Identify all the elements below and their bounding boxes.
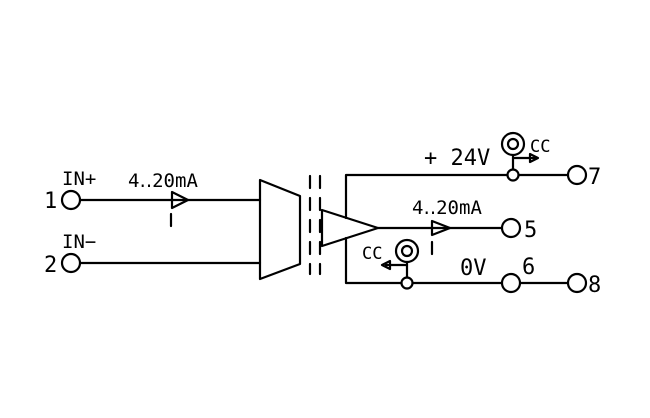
supply-junction	[506, 168, 520, 182]
terminal-1-label: 1	[44, 189, 57, 214]
zero-cc-label: CC	[362, 244, 382, 264]
in-plus-label: IN+	[62, 168, 96, 190]
output-amplifier	[320, 208, 380, 248]
input-block	[258, 178, 302, 281]
terminal-8-label: 8	[588, 273, 601, 298]
terminal-6	[500, 272, 522, 294]
input-current-arrow-icon	[170, 190, 190, 210]
terminal-2	[60, 252, 82, 274]
supply-cc-label: CC	[530, 137, 550, 157]
output-current-label: 4‥20mA	[412, 197, 482, 219]
output-current-arrow-icon	[430, 219, 452, 237]
input-current-label: 4‥20mA	[128, 170, 198, 192]
zero-cc-source-inner	[400, 244, 414, 258]
zero-volt-label: 0V	[460, 256, 487, 281]
zero-cc-arrow-icon	[380, 259, 392, 271]
terminal-8	[566, 272, 588, 294]
terminal-7-label: 7	[588, 165, 601, 190]
terminal-7	[566, 164, 588, 186]
terminal-6-label: 6	[522, 255, 535, 280]
terminal-2-label: 2	[44, 253, 57, 278]
terminal-5-label: 5	[524, 218, 537, 243]
in-minus-label: IN−	[62, 231, 96, 253]
supply-cc-source-outer	[500, 131, 526, 157]
supply-cc-source-inner	[506, 137, 520, 151]
terminal-1	[60, 189, 82, 211]
zero-volt-rail	[344, 236, 570, 285]
terminal-5	[500, 217, 522, 239]
zero-cc-source-outer	[394, 238, 420, 264]
supply-label: + 24V	[424, 146, 490, 171]
supply-rail	[344, 173, 570, 220]
zero-volt-junction	[400, 276, 414, 290]
supply-cc-arrow-icon	[528, 152, 540, 164]
